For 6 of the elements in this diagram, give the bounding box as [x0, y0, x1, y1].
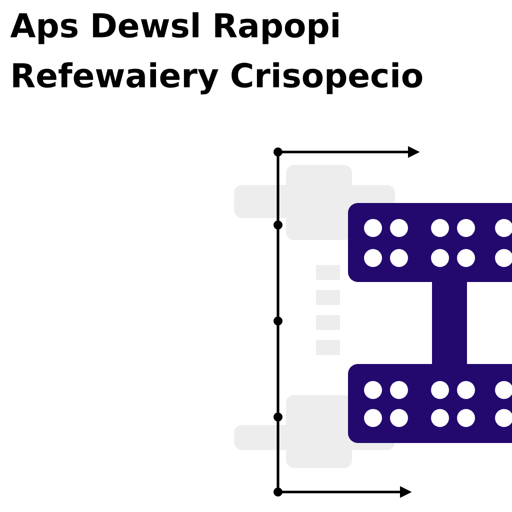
junction-dot: [274, 412, 282, 422]
junction-dot: [274, 316, 282, 326]
junction-dot: [274, 148, 282, 156]
junction-dot: [274, 220, 282, 230]
title: Aps Dewsl Rapopi Refewaiery Crisopecio: [10, 12, 422, 94]
junction-dot: [274, 488, 282, 496]
